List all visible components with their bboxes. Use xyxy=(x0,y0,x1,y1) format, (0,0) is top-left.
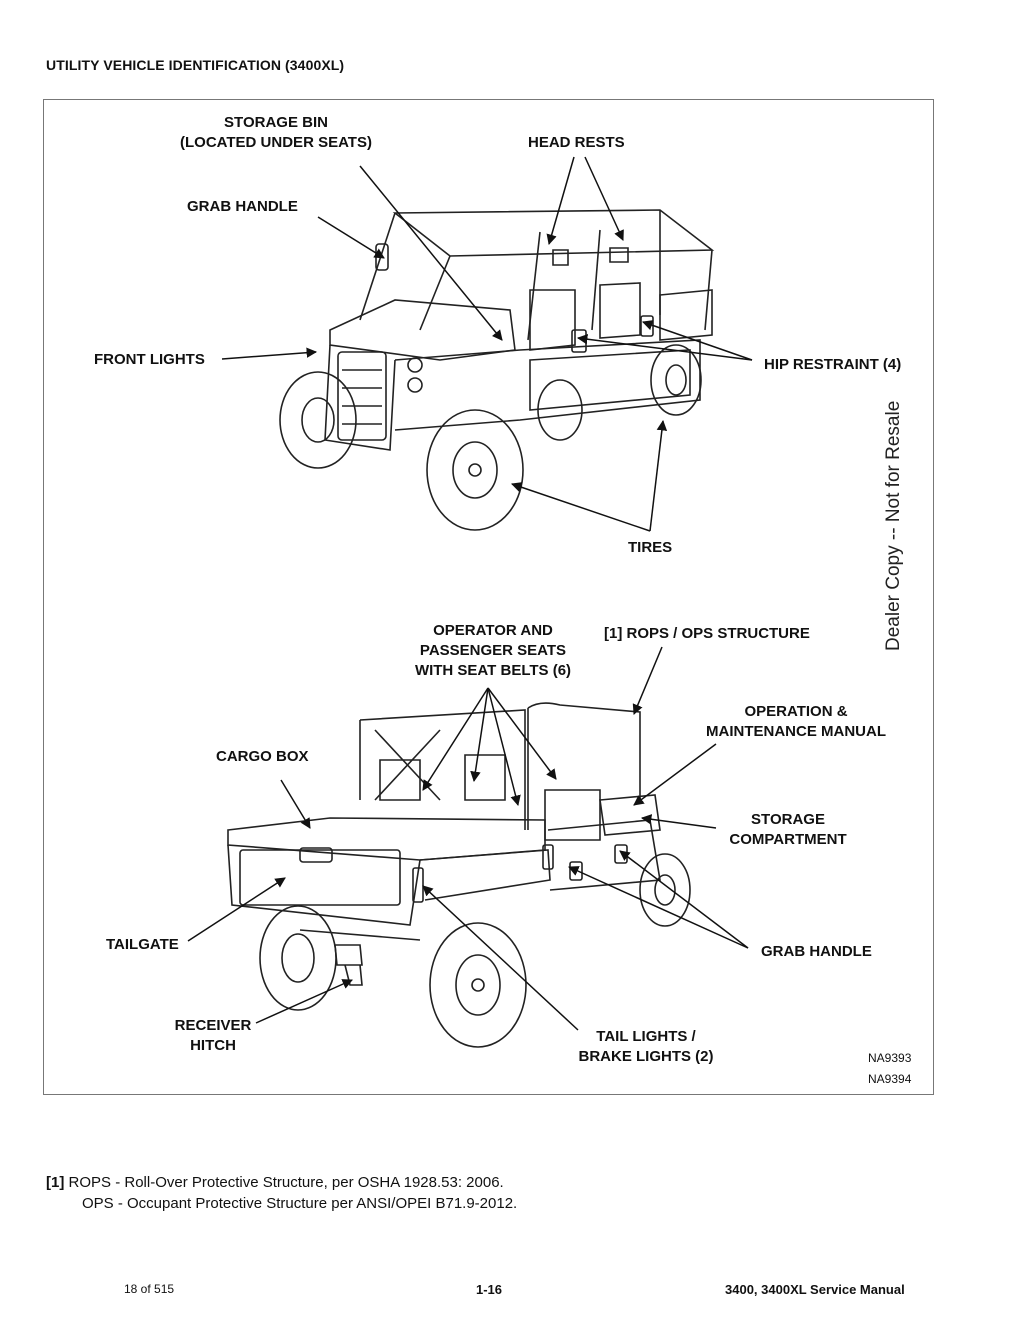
storage-bin-label-line1: STORAGE BIN xyxy=(224,114,328,131)
footnote-line1: ROPS - Roll-Over Protective Structure, p… xyxy=(68,1174,504,1191)
storage-compartment-label-line1: STORAGE xyxy=(751,811,825,828)
seats-label-line3: WITH SEAT BELTS (6) xyxy=(414,662,572,679)
head-rests-label: HEAD RESTS xyxy=(528,134,625,151)
tailgate-label: TAILGATE xyxy=(106,936,179,953)
storage-compartment-label-line2: COMPARTMENT xyxy=(729,831,847,848)
cargo-box-label: CARGO BOX xyxy=(216,748,309,765)
footnote: [1] ROPS - Roll-Over Protective Structur… xyxy=(46,1172,517,1214)
rear-view-vehicle xyxy=(227,702,661,986)
storage-compartment-label: STORAGE COMPARTMENT xyxy=(722,810,854,850)
image-id-2: NA9394 xyxy=(868,1072,912,1086)
tail-lights-label-line2: BRAKE LIGHTS (2) xyxy=(578,1048,714,1065)
image-id-1: NA9393 xyxy=(868,1051,912,1065)
receiver-hitch-label: RECEIVER HITCH xyxy=(166,1016,260,1056)
manual-title: 3400, 3400XL Service Manual xyxy=(725,1282,905,1297)
storage-bin-label: STORAGE BIN (LOCATED UNDER SEATS) xyxy=(168,113,384,153)
front-view-vehicle xyxy=(324,209,715,451)
front-lights-label: FRONT LIGHTS xyxy=(94,351,205,368)
rear-view-tires xyxy=(259,853,691,1048)
manual-label-line2: MAINTENANCE MANUAL xyxy=(706,723,886,740)
tail-lights-label: TAIL LIGHTS / BRAKE LIGHTS (2) xyxy=(568,1027,724,1067)
hip-restraint-label: HIP RESTRAINT (4) xyxy=(764,356,902,373)
tires-label: TIRES xyxy=(628,539,673,556)
front-view-tires xyxy=(279,344,702,531)
receiver-hitch-label-line2: HITCH xyxy=(190,1037,236,1054)
seats-label-line1: OPERATOR AND xyxy=(433,622,553,639)
rops-label: [1] ROPS / OPS STRUCTURE xyxy=(604,625,810,642)
watermark: Dealer Copy -- Not for Resale xyxy=(882,400,904,651)
manual-label-line1: OPERATION & xyxy=(744,703,848,720)
page-number: 1-16 xyxy=(476,1282,503,1297)
page-count: 18 of 515 xyxy=(124,1282,175,1296)
grab-handle-rear-label: GRAB HANDLE xyxy=(761,943,872,960)
figure-frame xyxy=(43,99,934,1095)
grab-handle-front-label: GRAB HANDLE xyxy=(187,198,298,215)
seats-label-line2: PASSENGER SEATS xyxy=(419,642,567,659)
leader-lines xyxy=(187,156,753,1031)
page-title: UTILITY VEHICLE IDENTIFICATION (3400XL) xyxy=(46,57,345,73)
receiver-hitch-label-line1: RECEIVER xyxy=(174,1017,252,1034)
manual-label: OPERATION & MAINTENANCE MANUAL xyxy=(694,702,898,742)
storage-bin-label-line2: (LOCATED UNDER SEATS) xyxy=(180,134,372,151)
seats-label: OPERATOR AND PASSENGER SEATS WITH SEAT B… xyxy=(403,621,583,681)
footnote-line2: OPS - Occupant Protective Structure per … xyxy=(82,1195,518,1212)
footnote-marker: [1] xyxy=(46,1174,65,1191)
tail-lights-label-line1: TAIL LIGHTS / xyxy=(596,1028,696,1045)
